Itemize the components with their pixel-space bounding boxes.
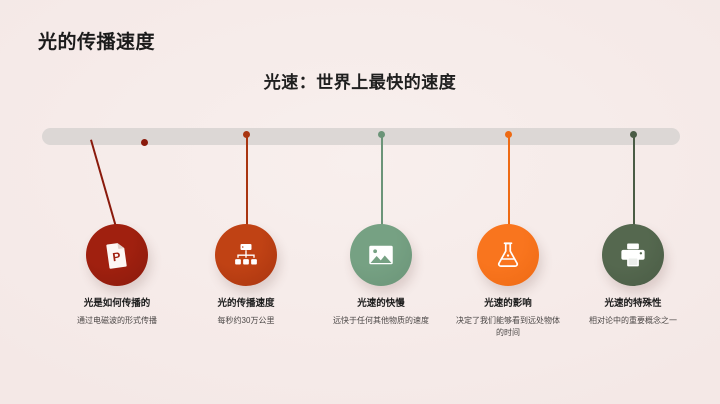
- timeline-node-label: 光速的特殊性相对论中的重要概念之一: [553, 298, 713, 327]
- timeline-node-title: 光速的快慢: [357, 298, 405, 309]
- file-document-p-icon: P: [102, 240, 132, 270]
- printer-icon: [618, 240, 648, 270]
- timeline-node-title: 光速的特殊性: [604, 298, 662, 309]
- timeline-node-icon-circle[interactable]: P: [86, 224, 148, 286]
- timeline-node-label: 光速的影响决定了我们能够看到远处物体的时间: [428, 298, 588, 340]
- timeline-node-description: 决定了我们能够看到远处物体的时间: [456, 315, 560, 338]
- timeline-node-description: 通过电磁波的形式传播: [77, 315, 157, 325]
- timeline-node[interactable]: P 光是如何传播的通过电磁波的形式传播: [37, 0, 197, 404]
- timeline-node-icon-circle[interactable]: [477, 224, 539, 286]
- timeline-node-title: 光的传播速度: [217, 298, 275, 309]
- timeline-node-title: 光速的影响: [484, 298, 532, 309]
- timeline-node-stem: [633, 136, 635, 234]
- timeline-node-icon-circle[interactable]: [215, 224, 277, 286]
- timeline-node-dot: [377, 131, 385, 138]
- timeline-node-label: 光的传播速度每秒约30万公里: [166, 298, 326, 327]
- timeline-node-icon-circle[interactable]: [350, 224, 412, 286]
- timeline-node-dot: [242, 131, 250, 138]
- timeline-node-description: 远快于任何其他物质的速度: [333, 315, 429, 325]
- hierarchy-sitemap-icon: [231, 240, 261, 270]
- timeline-node-title: 光是如何传播的: [83, 298, 151, 309]
- timeline-node-label: 光是如何传播的通过电磁波的形式传播: [37, 298, 197, 327]
- timeline-node[interactable]: 光速的特殊性相对论中的重要概念之一: [553, 0, 713, 404]
- timeline-node-stem: [246, 136, 248, 234]
- page-title: 光的传播速度: [38, 32, 156, 53]
- timeline-node-dot: [140, 138, 148, 146]
- timeline-node-dot: [629, 131, 637, 138]
- timeline-node[interactable]: 光的传播速度每秒约30万公里: [166, 0, 326, 404]
- timeline-node-description: 每秒约30万公里: [217, 315, 275, 325]
- timeline-node[interactable]: 光速的影响决定了我们能够看到远处物体的时间: [428, 0, 588, 404]
- timeline-bar: [42, 128, 680, 145]
- svg-text:P: P: [112, 249, 122, 264]
- timeline-node-stem: [381, 136, 383, 234]
- timeline-node-icon-circle[interactable]: [602, 224, 664, 286]
- timeline-node-stem: [90, 139, 119, 235]
- image-photo-icon: [366, 240, 396, 270]
- flask-beaker-icon: [493, 240, 523, 270]
- timeline-node-description: 相对论中的重要概念之一: [589, 315, 677, 325]
- slide-subtitle: 光速：世界上最快的速度: [263, 73, 457, 92]
- timeline-node-stem: [508, 136, 510, 234]
- timeline-node[interactable]: 光速的快慢远快于任何其他物质的速度: [301, 0, 461, 404]
- timeline-node-label: 光速的快慢远快于任何其他物质的速度: [301, 298, 461, 327]
- timeline-node-dot: [504, 131, 512, 138]
